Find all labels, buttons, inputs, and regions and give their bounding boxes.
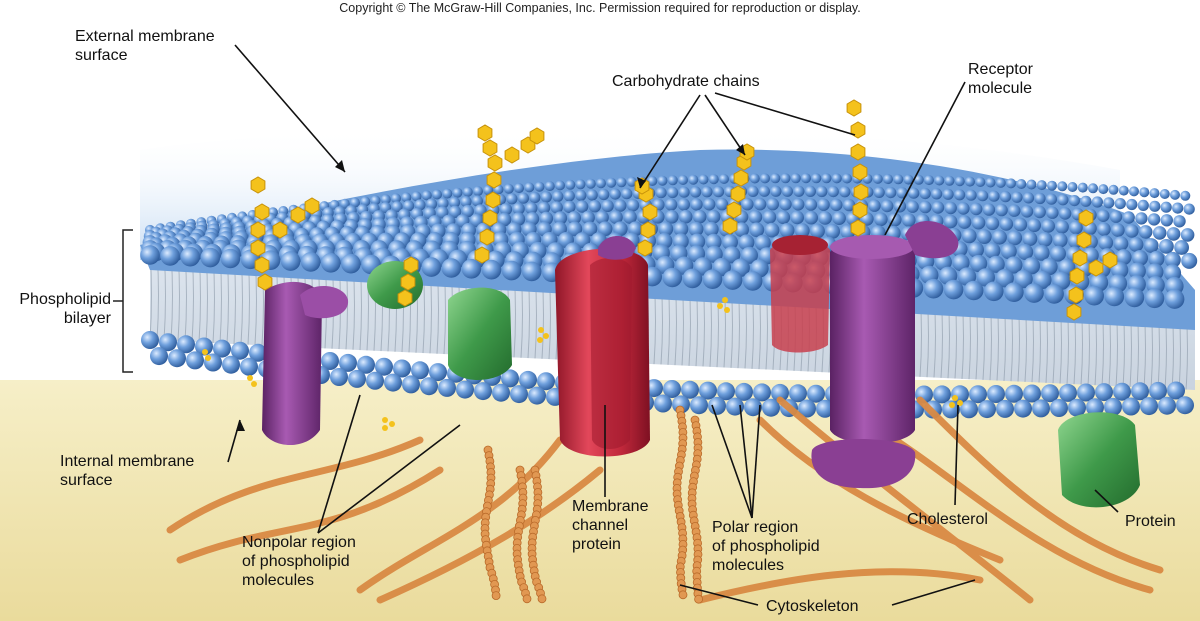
label-polar-region: Polar region of phospholipid molecules [712,519,820,574]
green-protein-middle [448,287,512,380]
copyright-notice: Copyright © The McGraw-Hill Companies, I… [339,1,861,15]
label-protein: Protein [1125,513,1176,530]
green-protein-right [1058,412,1140,508]
arrowheads [236,144,745,431]
label-membrane-channel-protein: Membrane channel protein [572,498,649,553]
purple-transmembrane-protein-left [262,281,349,446]
label-phospholipid-bilayer: Phospholipid bilayer [19,291,111,327]
membrane-channel-protein [555,236,650,457]
bilayer-bracket [122,229,133,373]
red-protein-back [770,235,830,353]
label-carbohydrate-chains: Carbohydrate chains [612,73,760,90]
cytoskeleton-fibers [166,396,1164,604]
carbohydrate-chains [250,99,1118,321]
cholesterol-molecules [202,297,963,431]
label-cytoskeleton: Cytoskeleton [766,598,859,615]
label-external-membrane-surface: External membrane surface [75,28,215,64]
label-receptor-molecule: Receptor molecule [968,61,1033,97]
label-cholesterol: Cholesterol [907,511,988,528]
label-internal-membrane-surface: Internal membrane surface [60,453,195,489]
cytoskeleton-beads [480,405,703,604]
label-nonpolar-region: Nonpolar region of phospholipid molecule… [242,534,356,589]
receptor-molecule [811,221,959,489]
